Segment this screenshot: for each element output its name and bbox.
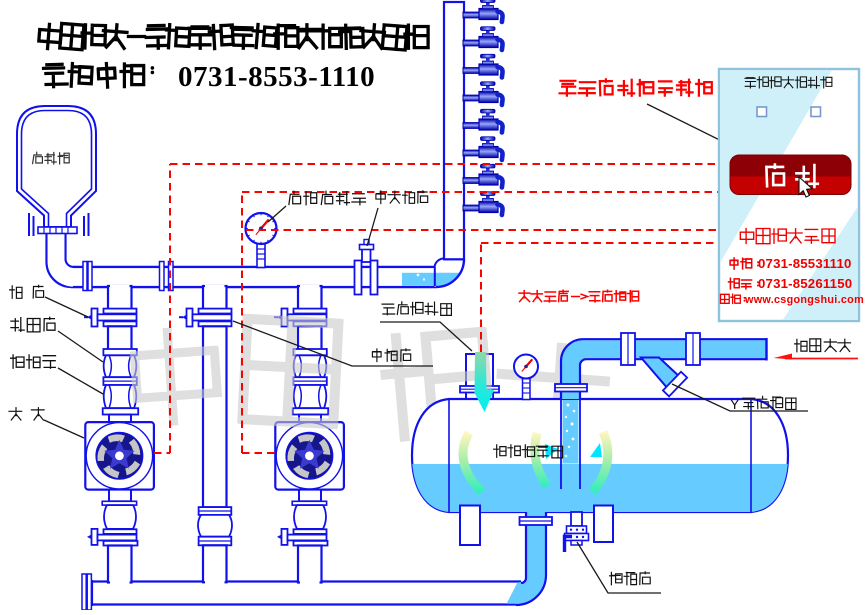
svg-text:0731-85531110: 0731-85531110 xyxy=(758,256,852,271)
svg-text:Y: Y xyxy=(730,396,740,412)
svg-text:0731-8553-1110: 0731-8553-1110 xyxy=(178,61,375,93)
svg-text:www.csgongshui.com: www.csgongshui.com xyxy=(744,294,864,306)
svg-text:0731-85261150: 0731-85261150 xyxy=(758,276,852,291)
